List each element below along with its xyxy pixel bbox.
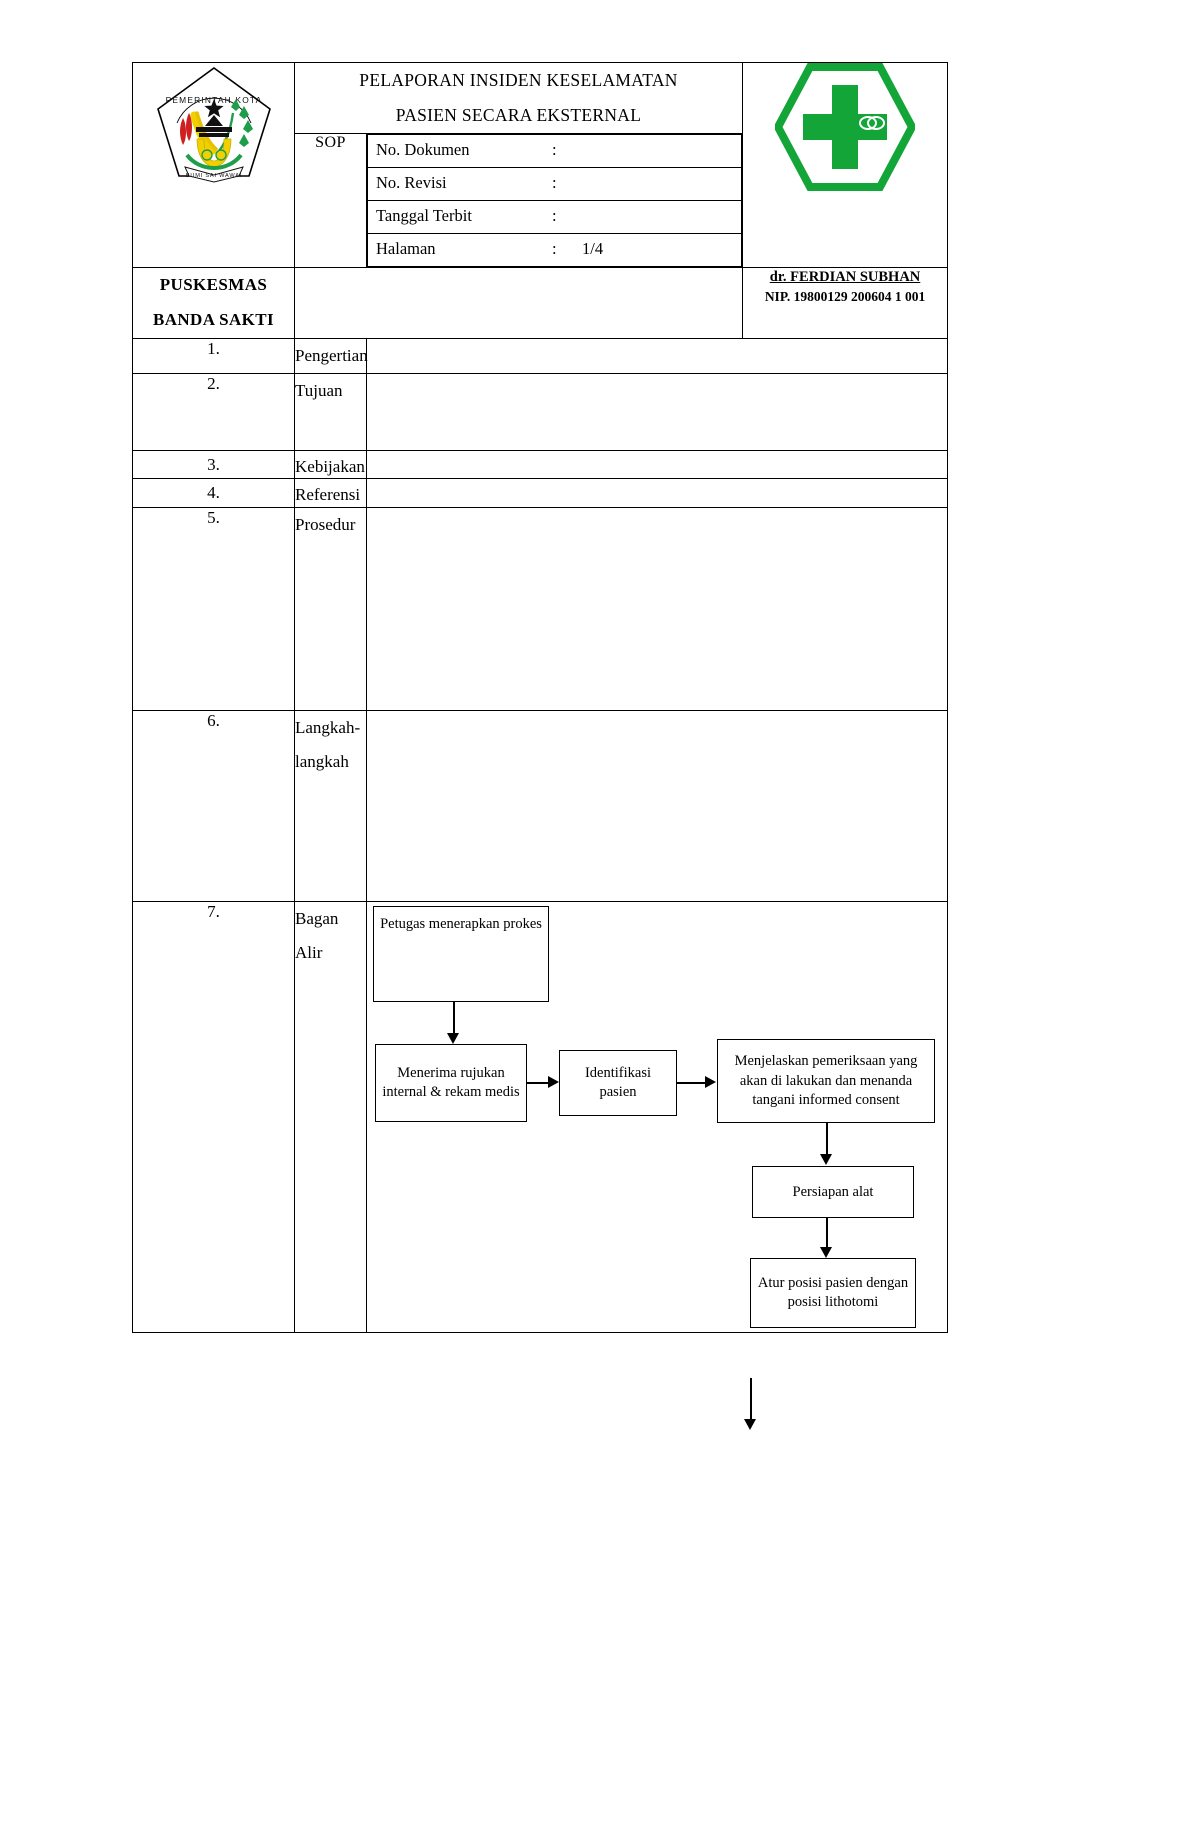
sop-label-cell: SOP — [294, 133, 367, 268]
flow-node-label: Petugas menerapkan prokes — [380, 916, 542, 933]
section-content-prosedur[interactable] — [365, 507, 949, 712]
flow-node-menerima-rujukan-internal[interactable]: Menerima rujukan internal & rekam medis — [375, 1044, 527, 1123]
flow-edge-n1-n2-line — [453, 1002, 455, 1040]
flow-edge-n2-n3-arrowhead — [548, 1076, 559, 1089]
meta-key-halaman: Halaman — [367, 233, 544, 267]
puskesmas-logo-cell — [742, 62, 949, 268]
identity-row: PUSKESMAS BANDA SAKTI dr. FERDIAN SUBHAN… — [132, 267, 949, 339]
meta-key-no-revisi: No. Revisi — [367, 167, 544, 201]
meta-row-tanggal-terbit: Tanggal Terbit : — [367, 200, 743, 234]
section-content-tujuan[interactable] — [365, 372, 949, 451]
section-label-langkah-line-2: langkah — [295, 752, 349, 772]
government-emblem-cell: PEMERINTAH KOTA — [132, 62, 295, 268]
section-label-langkah-langkah: Langkah- langkah — [294, 710, 367, 903]
sop-meta-cell: No. Dokumen : No. Revisi : Tanggal Terbi… — [365, 133, 744, 268]
flow-node-atur-posisi-pasien[interactable]: Atur posisi pasien dengan posisi lithoto… — [750, 1258, 916, 1329]
meta-key-no-dokumen: No. Dokumen — [367, 134, 544, 168]
section-label-bagan-alir: Bagan Alir — [294, 901, 367, 1334]
header-title-row: PEMERINTAH KOTA — [132, 62, 949, 268]
section-content-pengertian[interactable] — [365, 337, 949, 374]
signer-nip: NIP. 19800129 200604 1 001 — [764, 288, 926, 304]
meta-value-tanggal-terbit[interactable] — [574, 200, 743, 234]
meta-sep-no-dokumen: : — [544, 134, 574, 168]
section-content-langkah-langkah[interactable] — [365, 710, 949, 903]
flow-node-label: Identifikasi pasien — [584, 1065, 652, 1101]
svg-text:PEMERINTAH KOTA: PEMERINTAH KOTA — [165, 95, 262, 105]
puskesmas-name-line-1: PUSKESMAS — [159, 275, 268, 294]
flow-edge-n3-n4-arrowhead — [705, 1076, 716, 1089]
flowchart-canvas: Petugas menerapkan prokes Menerima rujuk… — [367, 902, 947, 1332]
flow-edge-n5-n6-arrowhead — [820, 1247, 832, 1259]
flow-node-label: Persiapan alat — [792, 1183, 874, 1200]
svg-text:BUMI SAI WAWAI: BUMI SAI WAWAI — [185, 173, 241, 179]
section-number-4: 4. — [132, 478, 295, 509]
section-row-langkah-langkah: 6. Langkah- langkah — [132, 710, 949, 903]
pemerintah-kota-emblem-icon: PEMERINTAH KOTA — [156, 67, 271, 183]
section-number-1: 1. — [132, 337, 295, 374]
sop-meta-table: No. Dokumen : No. Revisi : Tanggal Terbi… — [367, 134, 743, 267]
section-row-referensi: 4. Referensi — [132, 478, 949, 509]
sop-header-table: PEMERINTAH KOTA — [132, 62, 949, 1334]
section-number-7: 7. — [132, 901, 295, 1334]
section-label-kebijakan: Kebijakan — [294, 449, 367, 480]
meta-key-tanggal-terbit: Tanggal Terbit — [367, 200, 544, 234]
flow-node-label: Menerima rujukan internal & rekam medis — [382, 1065, 520, 1101]
section-label-prosedur: Prosedur — [294, 507, 367, 712]
meta-row-no-dokumen: No. Dokumen : — [367, 134, 743, 168]
flow-edge-n4-n5-arrowhead — [820, 1154, 832, 1166]
signer-cell: dr. FERDIAN SUBHAN NIP. 19800129 200604 … — [742, 267, 949, 339]
document-title-line-2: PASIEN SECARA EKSTERNAL — [395, 105, 642, 125]
meta-sep-no-revisi: : — [544, 167, 574, 201]
section-label-langkah-line-1: Langkah- — [295, 718, 361, 738]
flow-node-menjelaskan-pemeriksaan[interactable]: Menjelaskan pemeriksaan yang akan di lak… — [717, 1039, 935, 1124]
flow-edge-tail-arrowhead — [744, 1419, 756, 1430]
section-row-kebijakan: 3. Kebijakan — [132, 449, 949, 480]
meta-value-no-dokumen[interactable] — [574, 134, 743, 168]
flow-node-label: Atur posisi pasien dengan posisi lithoto… — [757, 1275, 909, 1311]
section-row-tujuan: 2. Tujuan — [132, 372, 949, 451]
puskesmas-name-cell: PUSKESMAS BANDA SAKTI — [132, 267, 295, 339]
flow-edge-n1-n2-arrowhead — [447, 1033, 459, 1045]
flow-node-petugas-menerapkan-prokes[interactable]: Petugas menerapkan prokes — [373, 906, 549, 1003]
section-content-referensi[interactable] — [365, 478, 949, 509]
meta-row-no-revisi: No. Revisi : — [367, 167, 743, 201]
meta-sep-tanggal-terbit: : — [544, 200, 574, 234]
document-title-cell: PELAPORAN INSIDEN KESELAMATAN PASIEN SEC… — [293, 62, 744, 134]
section-label-referensi: Referensi — [294, 478, 367, 509]
signer-name: dr. FERDIAN SUBHAN — [769, 269, 921, 285]
section-label-tujuan: Tujuan — [294, 372, 367, 451]
section-number-5: 5. — [132, 507, 295, 712]
meta-value-halaman[interactable]: 1/4 — [574, 233, 743, 267]
flow-edge-tail-line — [750, 1378, 752, 1426]
section-row-prosedur: 5. Prosedur — [132, 507, 949, 712]
section-row-bagan-alir: 7. Bagan Alir Petugas menerapkan prokes … — [132, 901, 949, 1334]
meta-value-no-revisi[interactable] — [574, 167, 743, 201]
section-number-6: 6. — [132, 710, 295, 903]
green-cross-hexagon-icon — [773, 63, 917, 191]
flow-edge-n4-n5-line — [826, 1123, 828, 1162]
flow-node-persiapan-alat[interactable]: Persiapan alat — [752, 1166, 914, 1219]
flow-edge-n5-n6-line — [826, 1218, 828, 1255]
flow-node-identifikasi-pasien[interactable]: Identifikasi pasien — [559, 1050, 677, 1117]
document-title-line-1: PELAPORAN INSIDEN KESELAMATAN — [359, 70, 678, 90]
signature-blank-cell[interactable] — [293, 267, 744, 339]
sop-meta-row: SOP No. Dokumen : No. Revisi : Tanggal T… — [133, 133, 948, 268]
section-content-bagan-alir: Petugas menerapkan prokes Menerima rujuk… — [365, 901, 949, 1334]
meta-row-halaman: Halaman : 1/4 — [367, 233, 743, 267]
flow-edge-n3-n4-line — [677, 1082, 709, 1084]
section-label-pengertian: Pengertian — [294, 337, 368, 374]
puskesmas-name-line-2: BANDA SAKTI — [152, 309, 275, 329]
flow-edge-n2-n3-line — [527, 1082, 552, 1084]
section-number-3: 3. — [132, 449, 295, 480]
section-row-pengertian: 1. Pengertian — [132, 337, 949, 374]
section-number-2: 2. — [132, 372, 295, 451]
meta-sep-halaman: : — [544, 233, 574, 267]
section-content-kebijakan[interactable] — [365, 449, 949, 480]
flow-node-label: Menjelaskan pemeriksaan yang akan di lak… — [734, 1053, 918, 1108]
